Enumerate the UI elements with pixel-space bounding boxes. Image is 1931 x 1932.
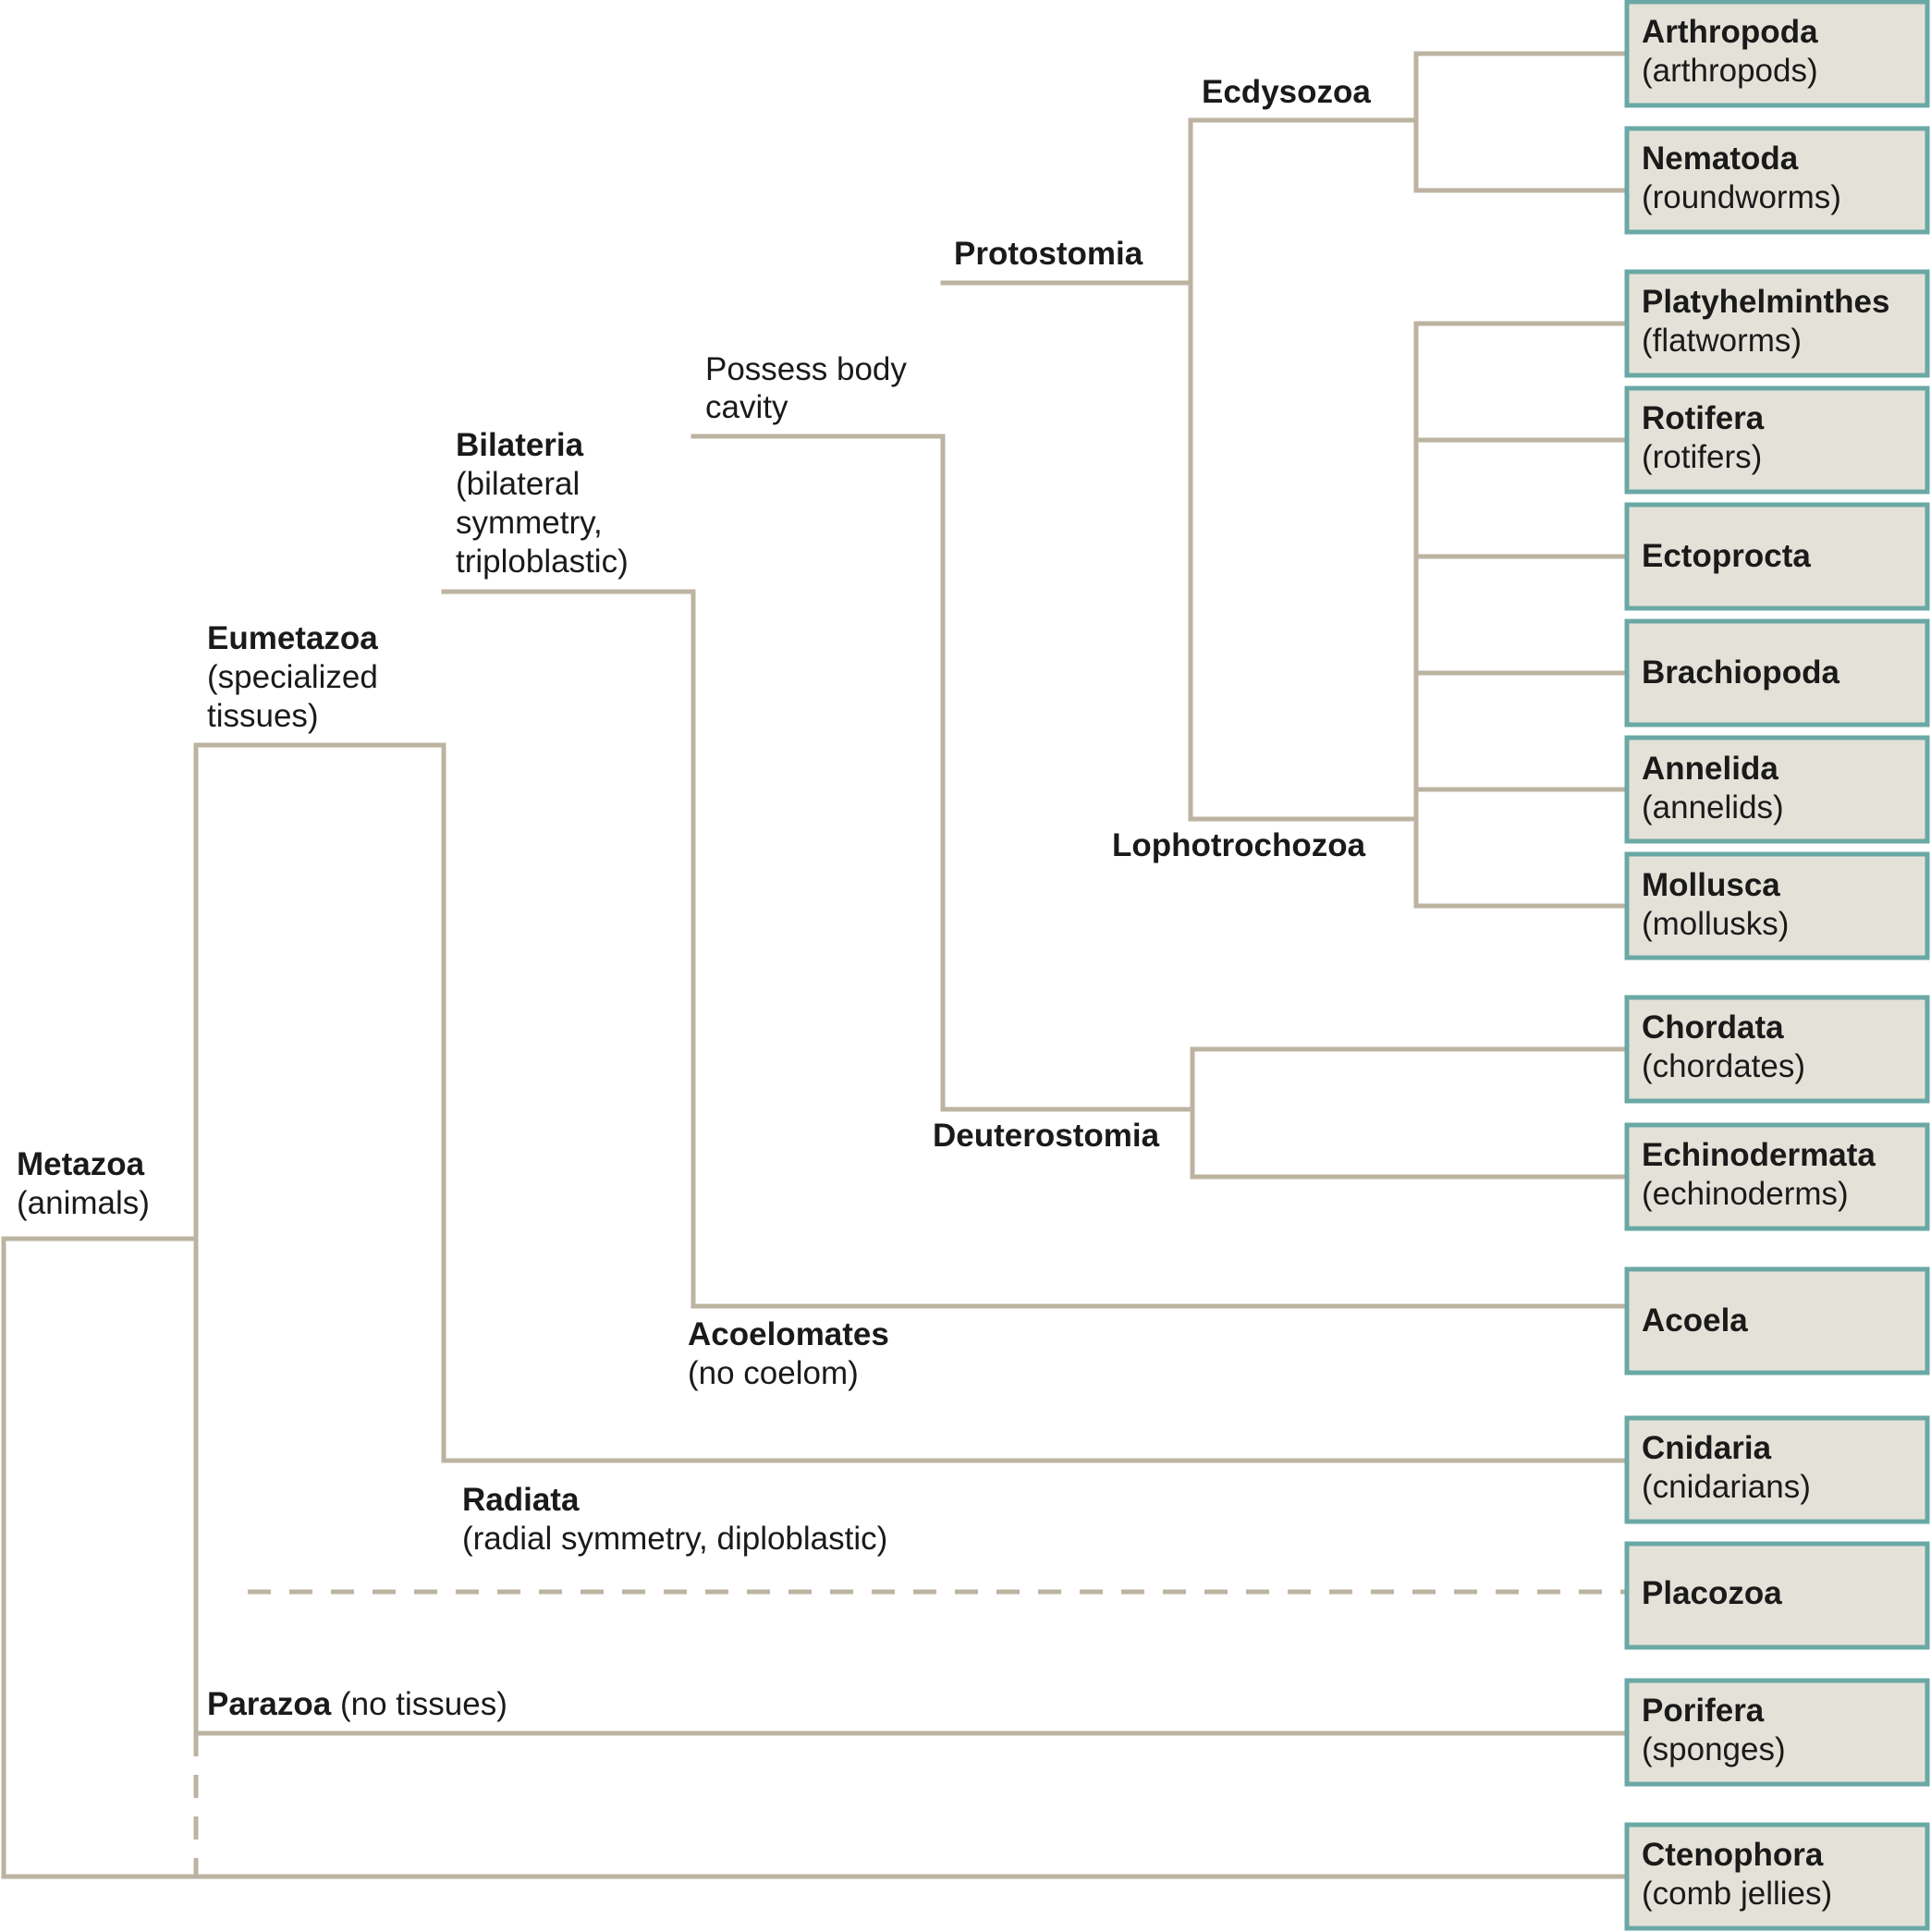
svg-text:(flatworms): (flatworms) xyxy=(1642,323,1802,359)
label-bilateria-desc-3: triploblastic) xyxy=(456,544,629,580)
label-parazoa-name: Parazoa xyxy=(207,1686,332,1722)
branch-metazoa xyxy=(1,1236,1630,1879)
svg-text:Annelida: Annelida xyxy=(1642,751,1778,787)
label-lophotrochozoa: Lophotrochozoa xyxy=(1112,827,1366,863)
branch-lophotrochozoa xyxy=(1188,280,1419,822)
taxon-nematoda: Nematoda (roundworms) xyxy=(1624,126,1930,235)
taxon-brachiopoda: Brachiopoda xyxy=(1624,618,1930,728)
taxon-porifera: Porifera (sponges) xyxy=(1624,1678,1930,1787)
label-ecdysozoa: Ecdysozoa xyxy=(1202,74,1371,110)
label-deuterostomia: Deuterostomia xyxy=(933,1118,1160,1154)
branch-eumetazoa xyxy=(193,742,1630,1463)
svg-text:Platyhelminthes: Platyhelminthes xyxy=(1642,284,1889,320)
label-metazoa-desc: (animals) xyxy=(17,1185,150,1221)
taxon-mollusca: Mollusca (mollusks) xyxy=(1624,851,1930,960)
label-eumetazoa: Eumetazoa xyxy=(207,620,378,656)
svg-text:(mollusks): (mollusks) xyxy=(1642,906,1789,942)
label-bilateria: Bilateria xyxy=(456,427,584,463)
tree-branches xyxy=(1,51,1630,1879)
svg-text:Ctenophora: Ctenophora xyxy=(1642,1837,1824,1873)
branch-deuterostomia xyxy=(1190,1046,1630,1180)
svg-text:Nematoda: Nematoda xyxy=(1642,141,1799,177)
svg-text:(chordates): (chordates) xyxy=(1642,1048,1805,1084)
svg-text:Placozoa: Placozoa xyxy=(1642,1575,1782,1611)
svg-text:(cnidarians): (cnidarians) xyxy=(1642,1469,1811,1505)
label-parazoa: Parazoa (no tissues) xyxy=(207,1686,507,1722)
label-metazoa: Metazoa xyxy=(17,1146,145,1182)
label-radiata: Radiata xyxy=(462,1482,580,1518)
label-eumetazoa-desc-2: tissues) xyxy=(207,698,319,734)
label-bilateria-desc-1: (bilateral xyxy=(456,466,580,502)
svg-text:Rotifera: Rotifera xyxy=(1642,400,1765,436)
label-bilateria-desc-2: symmetry, xyxy=(456,505,603,541)
svg-text:Chordata: Chordata xyxy=(1642,1009,1784,1045)
svg-text:(rotifers): (rotifers) xyxy=(1642,439,1762,475)
taxon-ctenophora: Ctenophora (comb jellies) xyxy=(1624,1822,1930,1931)
label-acoelomates-desc: (no coelom) xyxy=(688,1355,859,1391)
taxon-placozoa: Placozoa xyxy=(1624,1541,1930,1650)
taxon-rotifera: Rotifera (rotifers) xyxy=(1624,385,1930,495)
label-radiata-desc: (radial symmetry, diploblastic) xyxy=(462,1521,887,1557)
taxon-ectoprocta: Ectoprocta xyxy=(1624,502,1930,611)
svg-text:Ectoprocta: Ectoprocta xyxy=(1642,538,1811,574)
svg-text:Mollusca: Mollusca xyxy=(1642,867,1780,903)
branch-ecdysozoa-nematoda xyxy=(1413,117,1630,193)
svg-text:Arthropoda: Arthropoda xyxy=(1642,14,1818,50)
svg-text:(annelids): (annelids) xyxy=(1642,789,1784,825)
taxon-boxes: Arthropoda (arthropods) Nematoda (roundw… xyxy=(1624,0,1930,1931)
taxon-annelida: Annelida (annelids) xyxy=(1624,735,1930,844)
svg-text:Cnidaria: Cnidaria xyxy=(1642,1430,1772,1466)
branch-protostomia xyxy=(940,51,1630,286)
label-acoelomates: Acoelomates xyxy=(688,1316,889,1352)
svg-text:Echinodermata: Echinodermata xyxy=(1642,1137,1876,1173)
svg-text:(roundworms): (roundworms) xyxy=(1642,179,1841,215)
taxon-cnidaria: Cnidaria (cnidarians) xyxy=(1624,1415,1930,1524)
label-parazoa-desc: (no tissues) xyxy=(331,1686,507,1722)
svg-text:Brachiopoda: Brachiopoda xyxy=(1642,654,1839,691)
svg-text:(arthropods): (arthropods) xyxy=(1642,53,1818,89)
label-body-cavity-1: Possess body xyxy=(705,351,907,387)
taxon-arthropoda: Arthropoda (arthropods) xyxy=(1624,0,1930,108)
taxon-echinodermata: Echinodermata (echinoderms) xyxy=(1624,1122,1930,1231)
label-body-cavity-2: cavity xyxy=(705,389,788,425)
label-eumetazoa-desc-1: (specialized xyxy=(207,659,378,695)
taxon-chordata: Chordata (chordates) xyxy=(1624,995,1930,1104)
svg-text:(comb jellies): (comb jellies) xyxy=(1642,1876,1832,1912)
taxon-acoela: Acoela xyxy=(1624,1266,1930,1376)
svg-text:(echinoderms): (echinoderms) xyxy=(1642,1176,1849,1212)
node-labels: Metazoa (animals) Eumetazoa (specialized… xyxy=(17,74,1371,1722)
svg-text:Porifera: Porifera xyxy=(1642,1693,1765,1729)
taxon-platyhelminthes: Platyhelminthes (flatworms) xyxy=(1624,269,1930,378)
branch-bilateria xyxy=(441,589,1630,1309)
svg-text:Acoela: Acoela xyxy=(1642,1302,1748,1339)
label-protostomia: Protostomia xyxy=(954,236,1143,272)
branch-body-cavity xyxy=(691,434,1195,1112)
svg-text:(sponges): (sponges) xyxy=(1642,1731,1786,1767)
